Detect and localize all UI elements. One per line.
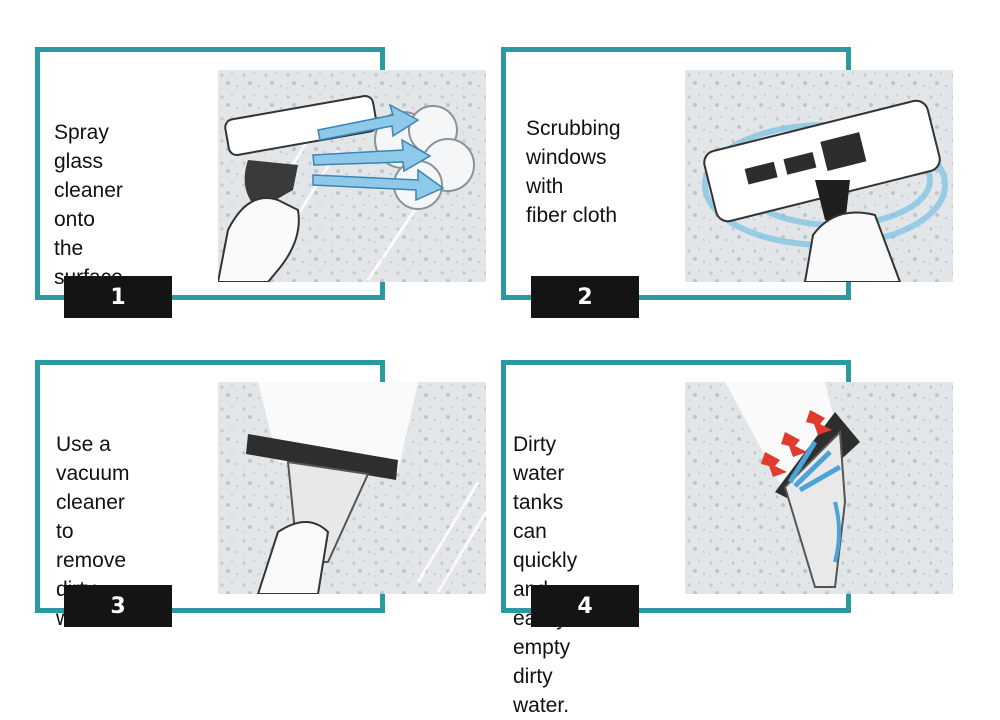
- step-1-text: Spray glass cleaner onto the surface: [54, 121, 123, 289]
- step-4-text: Dirty water tanks can quickly and easily…: [513, 433, 578, 717]
- window-vacuum-illustration: [218, 382, 486, 594]
- water-tank-illustration: [685, 382, 953, 594]
- step-4-number-badge: 4: [531, 585, 639, 627]
- spray-bottle-mop-illustration: [218, 70, 486, 282]
- step-2-text: Scrubbing windows with fiber cloth: [526, 117, 621, 227]
- step-3-number-badge: 3: [64, 585, 172, 627]
- step-1-number-badge: 1: [64, 276, 172, 318]
- step-2-number-badge: 2: [531, 276, 639, 318]
- mop-scrubbing-illustration: [685, 70, 953, 282]
